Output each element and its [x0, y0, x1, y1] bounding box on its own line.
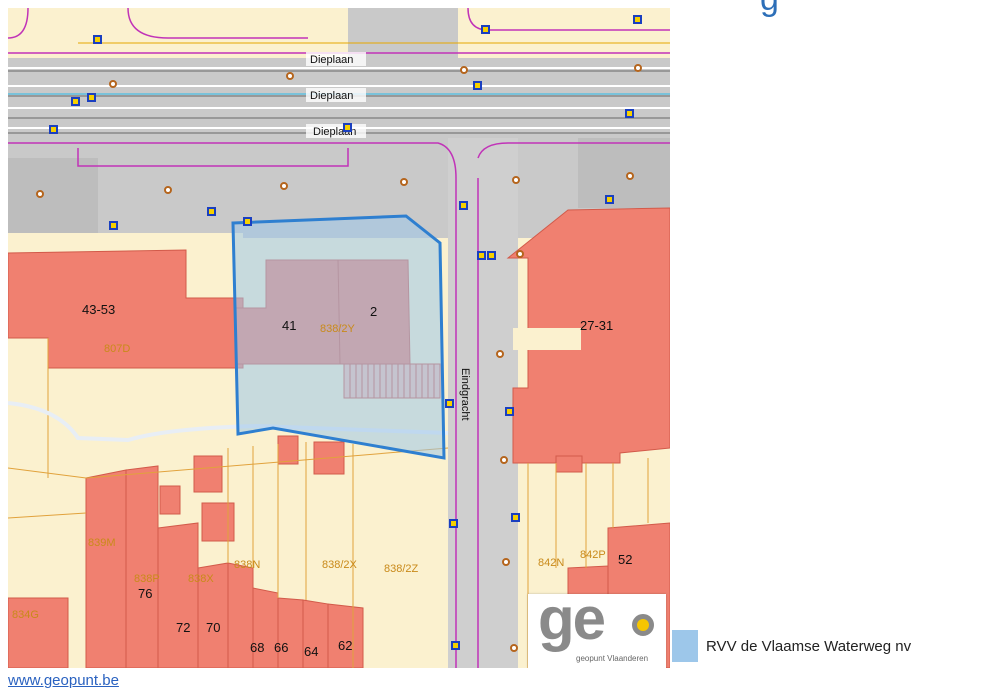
road-area-eindgracht	[448, 138, 518, 668]
svg-text:838/2Y: 838/2Y	[320, 323, 356, 335]
map-view[interactable]: Dieplaan Dieplaan Dieplaan Eindgracht 43…	[8, 8, 670, 668]
road-area	[348, 8, 458, 238]
svg-text:64: 64	[304, 644, 318, 659]
svg-text:807D: 807D	[104, 343, 130, 355]
poi-markers	[36, 15, 642, 652]
svg-text:2: 2	[370, 304, 377, 319]
svg-text:Dieplaan: Dieplaan	[310, 90, 353, 102]
road-area	[578, 138, 670, 208]
parcel-top	[78, 8, 348, 30]
svg-text:Dieplaan: Dieplaan	[310, 54, 353, 66]
source-link[interactable]: www.geopunt.be	[8, 672, 119, 689]
logo-dot-icon	[632, 614, 654, 636]
selected-parcel[interactable]	[231, 214, 446, 460]
svg-text:834G: 834G	[12, 609, 39, 621]
map-canvas: Dieplaan Dieplaan Dieplaan Eindgracht 43…	[8, 8, 670, 668]
footpath	[8, 401, 449, 443]
header-fragment: g	[760, 0, 779, 19]
geopunt-logo: ge geopunt Vlaanderen	[528, 585, 666, 668]
svg-text:27-31: 27-31	[580, 318, 613, 333]
svg-text:Eindgracht: Eindgracht	[459, 368, 471, 421]
legend: RVV de Vlaamse Waterweg nv	[672, 628, 911, 664]
parcel-lines	[8, 338, 649, 668]
legend-label: RVV de Vlaamse Waterweg nv	[706, 637, 912, 655]
svg-text:838/2X: 838/2X	[322, 559, 358, 571]
road-area	[8, 158, 98, 238]
svg-text:838P: 838P	[134, 573, 160, 585]
svg-text:842N: 842N	[538, 557, 564, 569]
svg-text:70: 70	[206, 620, 220, 635]
svg-text:62: 62	[338, 638, 352, 653]
svg-text:838N: 838N	[234, 559, 260, 571]
parcel-id-labels: 807D 838/2Y 839M 838P 838X 838N 838/2X 8…	[12, 323, 606, 621]
svg-text:66: 66	[274, 640, 288, 655]
svg-text:76: 76	[138, 586, 152, 601]
svg-text:842P: 842P	[580, 549, 606, 561]
svg-text:838/2Z: 838/2Z	[384, 563, 419, 575]
logo-subtitle: geopunt Vlaanderen	[576, 654, 649, 663]
svg-text:72: 72	[176, 620, 190, 635]
house-number-labels: 43-53 41 2 27-31 76 72 70 68 66 64 62 52…	[82, 302, 632, 668]
svg-text:839M: 839M	[88, 537, 116, 549]
svg-text:52: 52	[618, 552, 632, 567]
svg-text:41: 41	[282, 318, 296, 333]
svg-text:68: 68	[250, 640, 264, 655]
legend-swatch	[672, 630, 698, 662]
logo-word: ge	[538, 585, 606, 652]
svg-text:838X: 838X	[188, 573, 214, 585]
svg-text:43-53: 43-53	[82, 302, 115, 317]
